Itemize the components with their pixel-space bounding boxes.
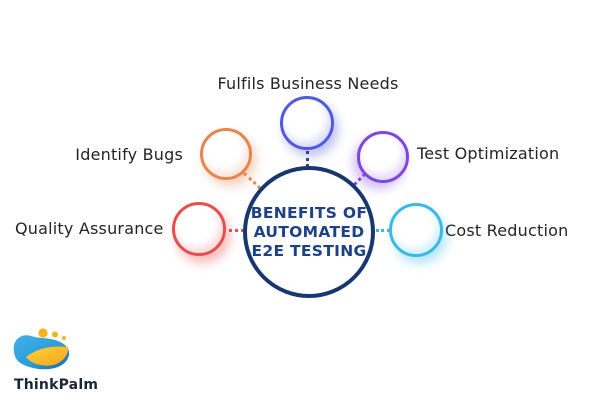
node-circle-quality-assurance xyxy=(172,202,226,256)
connector-left xyxy=(229,229,244,232)
center-title: BENEFITS OF AUTOMATED E2E TESTING xyxy=(251,204,368,261)
label-identify-bugs: Identify Bugs xyxy=(75,145,183,164)
label-fulfils-business-needs: Fulfils Business Needs xyxy=(217,74,399,93)
node-circle-test-optimization xyxy=(357,131,409,183)
label-quality-assurance: Quality Assurance xyxy=(15,219,164,238)
center-circle: BENEFITS OF AUTOMATED E2E TESTING xyxy=(243,166,375,298)
center-title-line1: BENEFITS OF xyxy=(250,203,368,222)
node-circle-cost-reduction xyxy=(389,203,443,257)
connector-upper-right xyxy=(353,172,366,186)
label-test-optimization: Test Optimization xyxy=(417,144,560,163)
thinkpalm-logo-icon xyxy=(13,328,70,370)
center-title-line3: E2E TESTING xyxy=(251,241,367,260)
center-title-line2: AUTOMATED xyxy=(253,222,365,241)
connector-top xyxy=(306,151,309,167)
connector-right xyxy=(376,229,390,232)
node-circle-fulfils-business-needs xyxy=(280,96,334,150)
label-cost-reduction: Cost Reduction xyxy=(445,221,569,240)
node-circle-identify-bugs xyxy=(200,128,252,180)
thinkpalm-brand-name: ThinkPalm xyxy=(14,377,99,393)
connector-upper-left xyxy=(242,172,262,190)
thinkpalm-brand: ThinkPalm xyxy=(12,328,102,393)
